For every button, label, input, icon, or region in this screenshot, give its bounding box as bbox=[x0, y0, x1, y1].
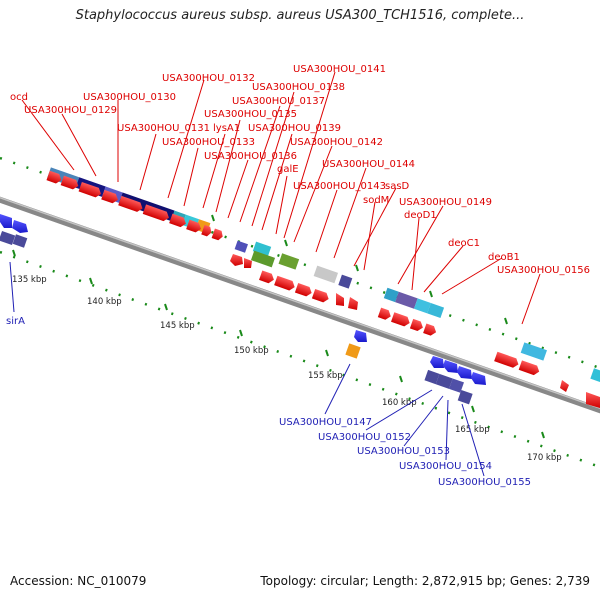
scale-label-165: 165 kbp bbox=[455, 425, 490, 435]
gene-label-0130: USA300HOU_0130 bbox=[83, 92, 176, 103]
genome-summary-text: Topology: circular; Length: 2,872,915 bp… bbox=[260, 574, 590, 588]
gene-label-0143: USA300HOU_0143 bbox=[293, 181, 386, 192]
gene-label-0129: USA300HOU_0129 bbox=[24, 105, 117, 116]
scale-label-150: 150 kbp bbox=[234, 346, 269, 356]
forward-leader-lines bbox=[21, 71, 541, 325]
gene-label-0132: USA300HOU_0132 bbox=[162, 73, 255, 84]
scale-label-140: 140 kbp bbox=[87, 297, 122, 307]
scale-label-155: 155 kbp bbox=[308, 371, 343, 381]
forward-arrows bbox=[46, 170, 600, 408]
gene-label-0139: USA300HOU_0139 bbox=[248, 123, 341, 134]
scale-labels: 135 kbp 140 kbp 145 kbp 150 kbp 155 kbp … bbox=[12, 275, 562, 463]
gene-label-0152: USA300HOU_0152 bbox=[318, 432, 411, 443]
gene-label-galE: galE bbox=[277, 164, 299, 175]
gene-label-0135: USA300HOU_0135 bbox=[204, 109, 297, 120]
gene-label-sodM: sodM bbox=[363, 195, 389, 206]
gene-label-deoD1: deoD1 bbox=[404, 210, 437, 221]
reverse-gene-labels: sirA USA300HOU_0147 USA300HOU_0152 USA30… bbox=[6, 316, 531, 488]
gene-label-0131: USA300HOU_0131 bbox=[117, 123, 210, 134]
gene-label-0137: USA300HOU_0137 bbox=[232, 96, 325, 107]
inner-ticks bbox=[12, 249, 545, 439]
gene-label-0133: USA300HOU_0133 bbox=[162, 137, 255, 148]
gene-label-deoC1: deoC1 bbox=[448, 238, 480, 249]
gene-label-sasD: sasD bbox=[385, 181, 410, 192]
gene-label-0138: USA300HOU_0138 bbox=[252, 82, 345, 93]
accession-text: Accession: NC_010079 bbox=[10, 574, 147, 588]
scale-label-170: 170 kbp bbox=[527, 453, 562, 463]
gene-label-0154: USA300HOU_0154 bbox=[399, 461, 492, 472]
scale-label-160: 160 kbp bbox=[382, 398, 417, 408]
gene-label-0155: USA300HOU_0155 bbox=[438, 477, 531, 488]
gene-label-0153: USA300HOU_0153 bbox=[357, 446, 450, 457]
gene-label-0144: USA300HOU_0144 bbox=[322, 159, 415, 170]
reverse-blocks bbox=[0, 230, 473, 405]
gene-label-0136: USA300HOU_0136 bbox=[204, 151, 297, 162]
backbone-highlight bbox=[0, 196, 600, 410]
scale-label-135: 135 kbp bbox=[12, 275, 47, 285]
gene-label-0149: USA300HOU_0149 bbox=[399, 197, 492, 208]
gene-label-0156: USA300HOU_0156 bbox=[497, 265, 590, 276]
scale-label-145: 145 kbp bbox=[160, 321, 195, 331]
backbone bbox=[0, 196, 600, 414]
reverse-arrows bbox=[0, 214, 486, 385]
gene-label-deoB1: deoB1 bbox=[488, 252, 520, 263]
gene-label-ocd: ocd bbox=[10, 92, 28, 103]
gene-label-lysA1: lysA1 bbox=[213, 123, 240, 134]
reverse-leader-lines bbox=[9, 261, 485, 477]
gene-label-0142: USA300HOU_0142 bbox=[290, 137, 383, 148]
gene-label-sirA: sirA bbox=[6, 316, 25, 327]
forward-gene-labels: ocd USA300HOU_0129 USA300HOU_0130 USA300… bbox=[10, 64, 590, 276]
map-title: Staphylococcus aureus subsp. aureus USA3… bbox=[75, 8, 525, 23]
gene-label-0141: USA300HOU_0141 bbox=[293, 64, 386, 75]
gene-label-0147: USA300HOU_0147 bbox=[279, 417, 372, 428]
